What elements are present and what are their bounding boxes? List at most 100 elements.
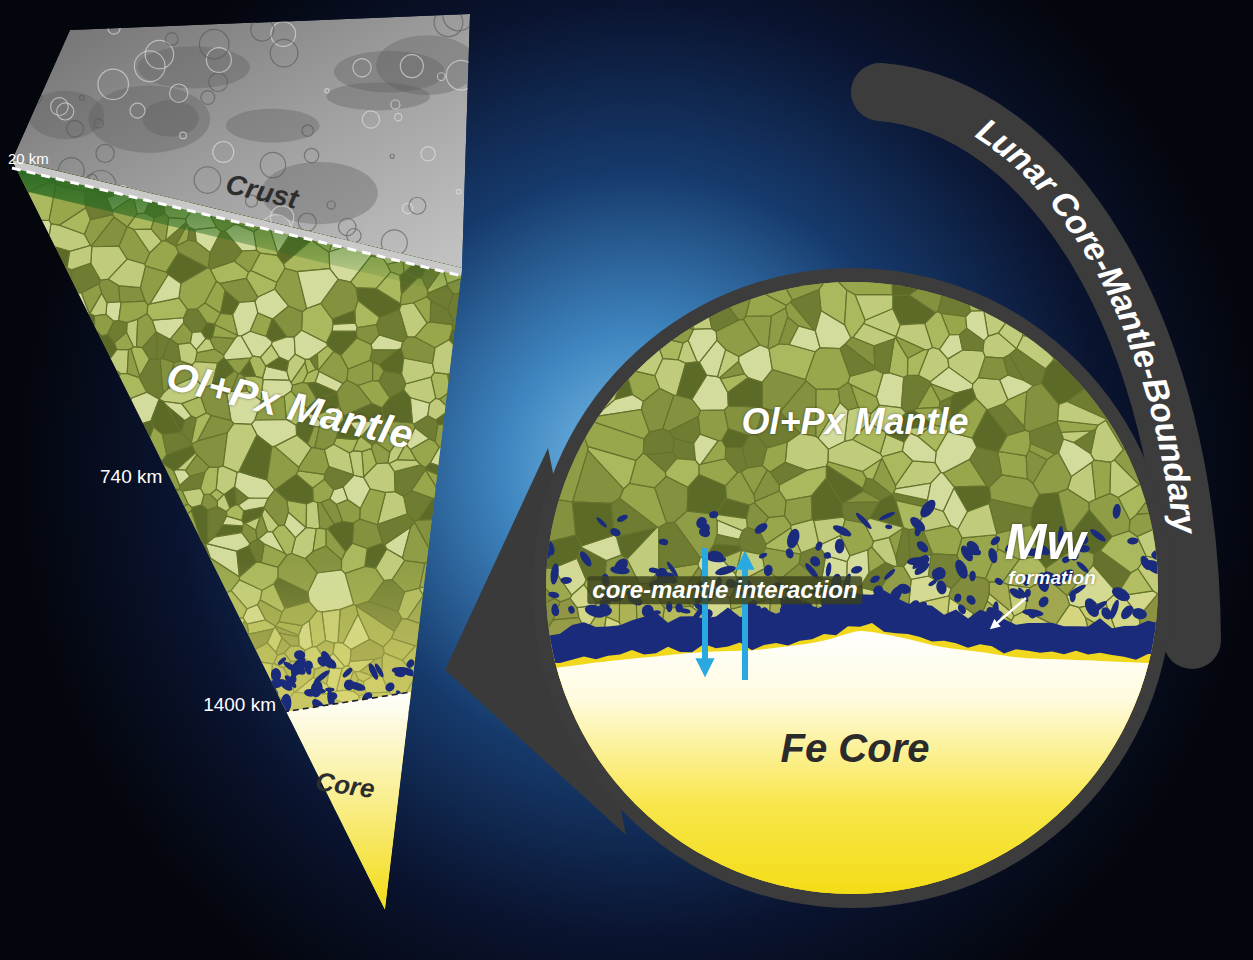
- mineral-grain: [459, 549, 480, 583]
- mineral-grain: [613, 301, 633, 326]
- mineral-grain: [0, 355, 21, 392]
- melt-blob: [965, 593, 978, 606]
- mineral-grain: [334, 194, 368, 223]
- mineral-grain: [108, 553, 141, 571]
- mineral-grain: [5, 471, 27, 490]
- mineral-grain: [701, 275, 740, 305]
- mineral-grain: [1118, 484, 1152, 520]
- mineral-grain: [828, 440, 882, 472]
- mineral-grain: [660, 275, 703, 304]
- melt-blob: [293, 649, 306, 661]
- mineral-grain: [1045, 280, 1070, 311]
- melt-blob: [1119, 603, 1136, 621]
- mineral-grain: [815, 311, 851, 349]
- mineral-grain: [1137, 275, 1165, 299]
- mineral-grain: [426, 633, 452, 675]
- mineral-grain: [540, 339, 566, 374]
- crust-boundary: [12, 168, 462, 276]
- crater: [395, 113, 402, 120]
- mineral-grain: [872, 537, 898, 566]
- mineral-grain: [451, 539, 473, 554]
- melt-blob: [914, 526, 922, 537]
- mineral-grain: [779, 275, 829, 300]
- mineral-grain: [81, 497, 108, 515]
- mineral-grain: [15, 258, 41, 301]
- mineral-grain: [631, 313, 665, 343]
- mineral-grain: [171, 544, 211, 582]
- melt-blob: [854, 511, 873, 530]
- mineral-grain: [576, 359, 597, 399]
- mineral-grain: [0, 553, 26, 571]
- mineral-grain: [689, 283, 712, 329]
- mineral-grain: [133, 711, 147, 720]
- crater: [391, 100, 400, 109]
- mineral-grain: [224, 150, 247, 164]
- mineral-grain: [62, 337, 99, 366]
- melt-blob: [1082, 596, 1102, 620]
- mineral-grain: [0, 536, 15, 554]
- melt-blob: [825, 562, 832, 577]
- mineral-grain: [119, 558, 161, 597]
- mineral-grain: [597, 285, 624, 306]
- mineral-grain: [844, 491, 880, 502]
- mineral-grain: [1059, 439, 1095, 476]
- mineral-grain: [102, 386, 117, 406]
- mineral-grain: [436, 522, 466, 555]
- mineral-grain: [147, 697, 178, 720]
- mineral-grain: [44, 428, 55, 446]
- mineral-grain: [459, 150, 480, 159]
- mineral-grain: [174, 699, 201, 720]
- melt-blob: [658, 538, 668, 546]
- mineral-grain: [1038, 320, 1059, 339]
- mineral-grain: [175, 153, 204, 188]
- mare: [376, 35, 478, 95]
- melt-blob: [327, 692, 338, 701]
- mineral-grain: [540, 275, 581, 300]
- mineral-grain: [185, 647, 204, 655]
- mineral-grain: [84, 374, 104, 399]
- mineral-grain: [203, 631, 237, 668]
- mineral-grain: [195, 650, 211, 670]
- mineral-grain: [627, 306, 637, 325]
- mineral-grain: [399, 240, 418, 252]
- mineral-grain: [385, 209, 412, 226]
- mineral-grain: [805, 348, 849, 389]
- mineral-grain: [227, 674, 250, 693]
- mineral-grain: [1070, 362, 1089, 376]
- mineral-grain: [5, 433, 29, 454]
- melt-blob: [1112, 503, 1122, 519]
- mineral-grain: [58, 425, 79, 471]
- mineral-grain: [295, 150, 340, 194]
- mineral-grain: [461, 462, 480, 486]
- melt-blob: [969, 571, 976, 582]
- mineral-grain: [64, 600, 99, 638]
- mineral-grain: [1, 428, 23, 454]
- mineral-grain: [161, 645, 179, 663]
- mineral-grain: [116, 695, 144, 712]
- crater: [79, 95, 84, 100]
- melt-blob: [280, 694, 292, 714]
- mineral-grain: [433, 552, 466, 566]
- mineral-grain: [449, 709, 480, 720]
- mineral-grain: [540, 372, 573, 427]
- mineral-grain: [207, 654, 245, 694]
- melt-blob: [425, 672, 436, 687]
- melt-blob: [675, 603, 684, 613]
- layer-label: Fe Core: [781, 725, 930, 771]
- mineral-grain: [957, 275, 996, 305]
- mineral-grain: [0, 478, 26, 513]
- mineral-grain: [128, 684, 150, 701]
- mineral-grain: [620, 275, 644, 297]
- mineral-grain: [444, 614, 470, 646]
- melt-blob: [835, 539, 845, 554]
- melt-blob: [282, 660, 299, 674]
- mineral-grain: [1044, 310, 1067, 336]
- mineral-grain: [49, 549, 73, 580]
- mineral-grain: [30, 403, 51, 430]
- melt-blob: [567, 605, 575, 615]
- mineral-grain: [161, 674, 185, 700]
- mineral-grain: [32, 715, 64, 720]
- crater: [325, 89, 329, 93]
- crater: [209, 73, 228, 92]
